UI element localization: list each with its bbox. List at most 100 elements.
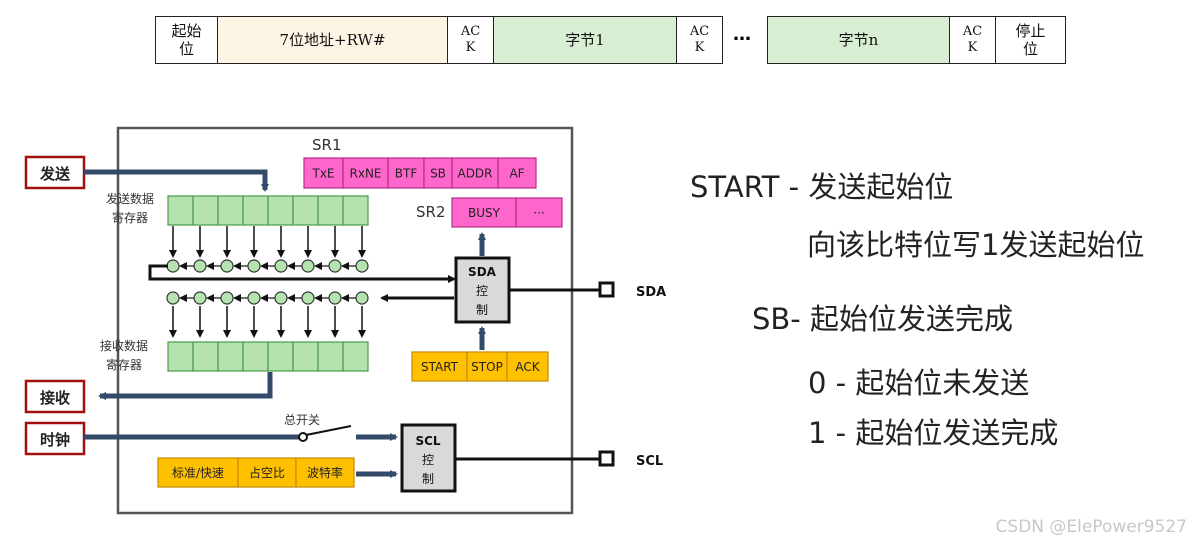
rx-register-cell [342, 341, 369, 372]
master-switch-label: 总开关 [284, 413, 320, 427]
receive-arrow [98, 372, 273, 400]
tx-shift-register [166, 226, 369, 273]
sr2-field [451, 197, 517, 228]
tx-shift-out [148, 264, 456, 283]
sda-pin [598, 281, 615, 298]
cr-field-label: ACK [515, 360, 540, 374]
sda-control-label-3: 制 [476, 303, 488, 317]
send-arrow [84, 169, 269, 192]
sr1-field [451, 157, 499, 189]
tx-register-cell [267, 195, 294, 226]
rx-shift-bit [301, 291, 315, 305]
frame-stop-bit: 停止位 [996, 16, 1066, 64]
cr-field [506, 351, 549, 382]
send-label: 发送 [39, 165, 71, 183]
ccr-field-label: 波特率 [307, 465, 343, 480]
sr2-field [515, 197, 563, 228]
sr1-field [497, 157, 537, 189]
frame-ellipsis: … [733, 24, 751, 45]
rx-register-cell [217, 341, 244, 372]
cr-field-label: STOP [471, 360, 503, 374]
tx-register-label-1: 发送数据 [106, 191, 154, 206]
scl-pin-label: SCL [636, 454, 663, 469]
scl-control-label-2: 控 [422, 453, 434, 467]
master-switch-blade [305, 425, 352, 436]
note-start-desc: 向该比特位写1发送起始位 [807, 228, 1145, 262]
master-switch-pivot [298, 432, 308, 442]
receive-label: 接收 [40, 389, 70, 407]
scl-control-label-1: SCL [415, 434, 440, 448]
sr2-register: BUSY··· [451, 197, 563, 228]
rx-shift-register [166, 291, 369, 338]
sr1-field-label: TxE [311, 166, 334, 180]
sr1-field-label: RxNE [350, 166, 382, 180]
sr1-field [342, 157, 389, 189]
note-start: START - 发送起始位 [690, 170, 954, 204]
rx-shift-bit [247, 291, 261, 305]
ccr-register: 标准/快速 占空比 波特率 [157, 457, 355, 488]
tx-register-cell [292, 195, 319, 226]
sda-pin-label: SDA [636, 285, 666, 300]
tx-shift-bit [301, 259, 315, 273]
ccr-field-label: 标准/快速 [172, 466, 224, 480]
send-label-box [24, 155, 86, 190]
rx-shift-bit [355, 291, 369, 305]
note-sb-0: 0 - 起始位未发送 [808, 366, 1030, 400]
frame-start-bit: 起始位 [155, 16, 218, 64]
tx-data-register [167, 195, 369, 226]
tx-shift-bit [166, 259, 180, 273]
rx-register-cell [192, 341, 219, 372]
sr2-field-label: ··· [533, 206, 544, 220]
sda-control-label-2: 控 [476, 284, 488, 298]
ccr-field [295, 457, 355, 488]
ccr-field [157, 457, 239, 488]
rx-shift-bit [274, 291, 288, 305]
rx-register-cell [317, 341, 344, 372]
rx-shift-bit [220, 291, 234, 305]
rx-register-label-1: 接收数据 [100, 338, 148, 353]
rx-register-label-2: 寄存器 [106, 357, 142, 372]
sr2-label: SR2 [416, 203, 446, 221]
cr-field-label: START [421, 360, 459, 374]
tx-shift-bit [274, 259, 288, 273]
sda-control-label-1: SDA [468, 265, 497, 279]
sr1-field-label: ADDR [457, 166, 492, 180]
sr1-field-label: AF [509, 166, 524, 180]
sr1-register: TxE RxNE BTF SB ADDR AF [303, 157, 537, 189]
sr1-field-label: BTF [395, 166, 418, 180]
tx-register-label-2: 寄存器 [112, 210, 148, 225]
rx-data-register [167, 341, 369, 372]
scl-control-label-3: 制 [422, 472, 434, 486]
rx-register-cell [267, 341, 294, 372]
frame-byte-n: 字节n [767, 16, 950, 64]
tx-shift-bit [193, 259, 207, 273]
rx-register-cell [242, 341, 269, 372]
frame-byte-1: 字节1 [494, 16, 677, 64]
rx-shift-bit [166, 291, 180, 305]
rx-shift-bit [328, 291, 342, 305]
tx-shift-bit [328, 259, 342, 273]
sr1-field-label: SB [430, 166, 446, 180]
sr1-field [387, 157, 425, 189]
tx-register-cell [342, 195, 369, 226]
i2c-peripheral-box [116, 126, 574, 515]
cr-field [411, 351, 468, 382]
rx-shift-bit [193, 291, 207, 305]
cr-field [466, 351, 508, 382]
receive-label-box [24, 379, 86, 414]
tx-shift-bit [247, 259, 261, 273]
ccr-field-label: 占空比 [249, 465, 285, 480]
rx-register-cell [167, 341, 194, 372]
note-sb-1: 1 - 起始位发送完成 [808, 416, 1059, 450]
tx-shift-bit [220, 259, 234, 273]
tx-shift-bit [355, 259, 369, 273]
tx-register-cell [217, 195, 244, 226]
tx-register-cell [167, 195, 194, 226]
scl-pin [598, 450, 615, 467]
tx-register-cell [192, 195, 219, 226]
